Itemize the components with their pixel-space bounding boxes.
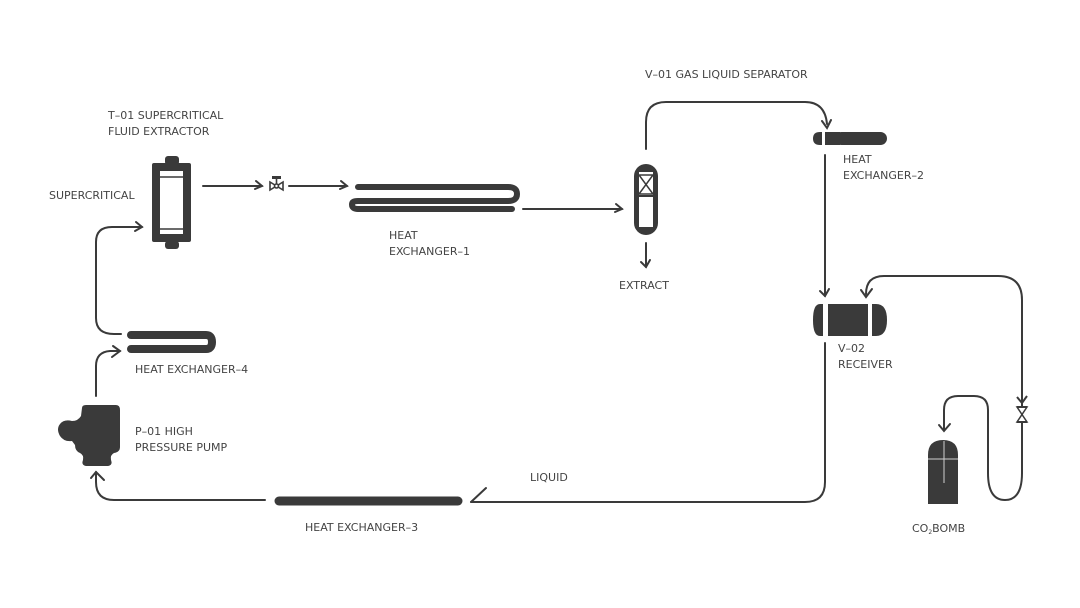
receiver-label: V–02 RECEIVER bbox=[838, 341, 893, 373]
hx2-label-line1: HEAT bbox=[843, 153, 872, 166]
pump-label-line1: P–01 HIGH bbox=[135, 425, 193, 438]
pump-icon bbox=[58, 405, 120, 466]
receiver-label-line2: RECEIVER bbox=[838, 358, 893, 371]
heat-exchanger-2-icon bbox=[813, 132, 887, 145]
co2-subscript: 2 bbox=[928, 529, 933, 536]
flow-separator-to-hx2 bbox=[645, 101, 832, 150]
extractor-label-line2: FLUID EXTRACTOR bbox=[108, 125, 210, 138]
separator-label: V–01 GAS LIQUID SEPARATOR bbox=[645, 68, 808, 81]
pump-label: P–01 HIGH PRESSURE PUMP bbox=[135, 424, 227, 456]
extractor-label-line1: T–01 SUPERCRITICAL bbox=[108, 109, 224, 122]
extractor-label: T–01 SUPERCRITICAL FLUID EXTRACTOR bbox=[108, 108, 223, 140]
flow-co2-to-receiver bbox=[860, 275, 1023, 474]
separator-vessel-icon bbox=[634, 164, 658, 235]
flow-hx3-to-pump bbox=[90, 470, 266, 501]
flow-extractor-to-valve bbox=[202, 180, 264, 190]
pump-label-line2: PRESSURE PUMP bbox=[135, 441, 228, 454]
gas-cylinder-icon bbox=[928, 440, 958, 504]
receiver-label-line1: V–02 bbox=[838, 342, 866, 355]
flow-receiver-to-hx3 bbox=[470, 342, 826, 503]
supercritical-label: SUPERCRITICAL bbox=[49, 189, 135, 202]
co2-bomb-label: CO2BOMB bbox=[912, 521, 965, 541]
extract-label: EXTRACT bbox=[619, 279, 669, 292]
hx1-label-line2: EXCHANGER–1 bbox=[389, 245, 471, 258]
flow-hx2-to-receiver bbox=[819, 154, 830, 298]
flow-pump-to-hx4 bbox=[95, 345, 122, 397]
liquid-label: LIQUID bbox=[530, 471, 568, 484]
flow-hx4-to-extractor bbox=[95, 221, 144, 335]
flow-separator-to-extract bbox=[640, 242, 651, 269]
hx3-label: HEAT EXCHANGER–3 bbox=[305, 521, 419, 534]
hx1-label-line1: HEAT bbox=[389, 229, 418, 242]
hx1-label: HEAT EXCHANGER–1 bbox=[389, 228, 470, 260]
extractor-vessel-icon bbox=[152, 156, 191, 249]
hx4-label: HEAT EXCHANGER–4 bbox=[135, 363, 249, 376]
co2-prefix: CO bbox=[912, 522, 929, 535]
coil-heat-exchanger-icon bbox=[348, 184, 521, 212]
co2-suffix: BOMB bbox=[932, 522, 966, 535]
hx2-label-line2: EXCHANGER–2 bbox=[843, 169, 925, 182]
heat-exchanger-4-icon bbox=[127, 331, 217, 353]
receiver-tank-icon bbox=[813, 304, 887, 336]
hx2-label: HEAT EXCHANGER–2 bbox=[843, 152, 924, 184]
flow-cylinder-to-valve bbox=[938, 395, 1023, 502]
gate-valve-icon bbox=[1015, 385, 1029, 423]
globe-valve-icon bbox=[269, 176, 284, 192]
flow-hx1-to-separator bbox=[522, 203, 624, 213]
flow-valve-to-hx1 bbox=[288, 180, 349, 190]
